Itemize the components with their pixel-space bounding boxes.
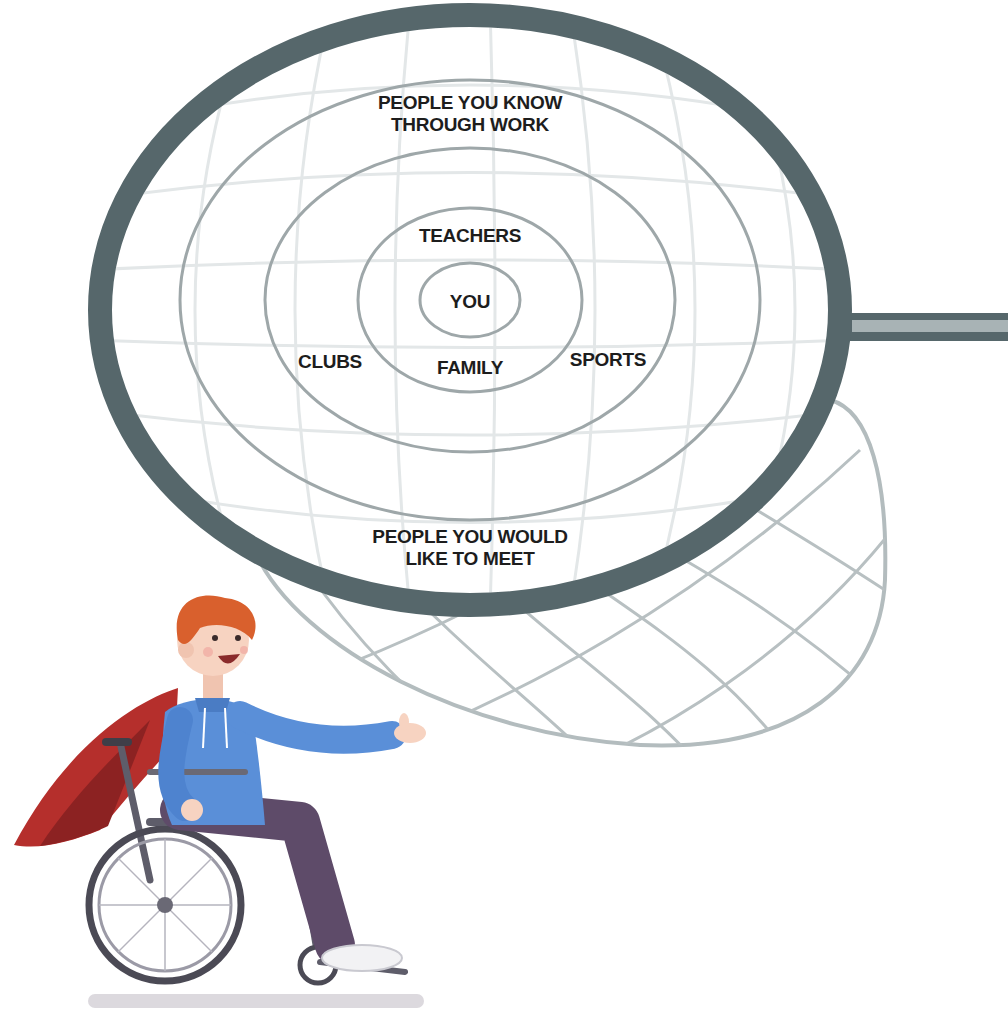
ring-ellipse (358, 208, 582, 392)
activity-ring: CLUBS SPORTS TEACHERS FAMILY YOU (263, 146, 677, 454)
self-ring: YOU (418, 261, 522, 339)
ring-label: YOU (450, 291, 490, 313)
ring-ellipse (420, 263, 520, 337)
ring-label: FAMILY (437, 357, 503, 379)
net-handle (840, 313, 1008, 341)
net-hoop: PEOPLE YOU WOULD LIKE TO MEET PEOPLE YOU … (88, 3, 852, 617)
ring-ellipse (180, 80, 760, 520)
ring-label: PEOPLE YOU KNOW THROUGH WORK (355, 92, 585, 136)
net-mesh (90, 0, 895, 610)
ring-ellipse (265, 148, 675, 452)
ring-label: TEACHERS (419, 225, 521, 247)
person-figure (14, 595, 426, 1008)
hoop-interior (100, 15, 840, 605)
ring-label: SPORTS (570, 349, 646, 371)
close-ring: TEACHERS FAMILY YOU (356, 206, 584, 394)
ring-ellipse (100, 15, 840, 605)
work-ring: PEOPLE YOU KNOW THROUGH WORKCLUBSSPORTST… (178, 78, 762, 522)
ring-label: CLUBS (298, 351, 362, 373)
ring-label: PEOPLE YOU WOULD LIKE TO MEET (363, 526, 578, 570)
